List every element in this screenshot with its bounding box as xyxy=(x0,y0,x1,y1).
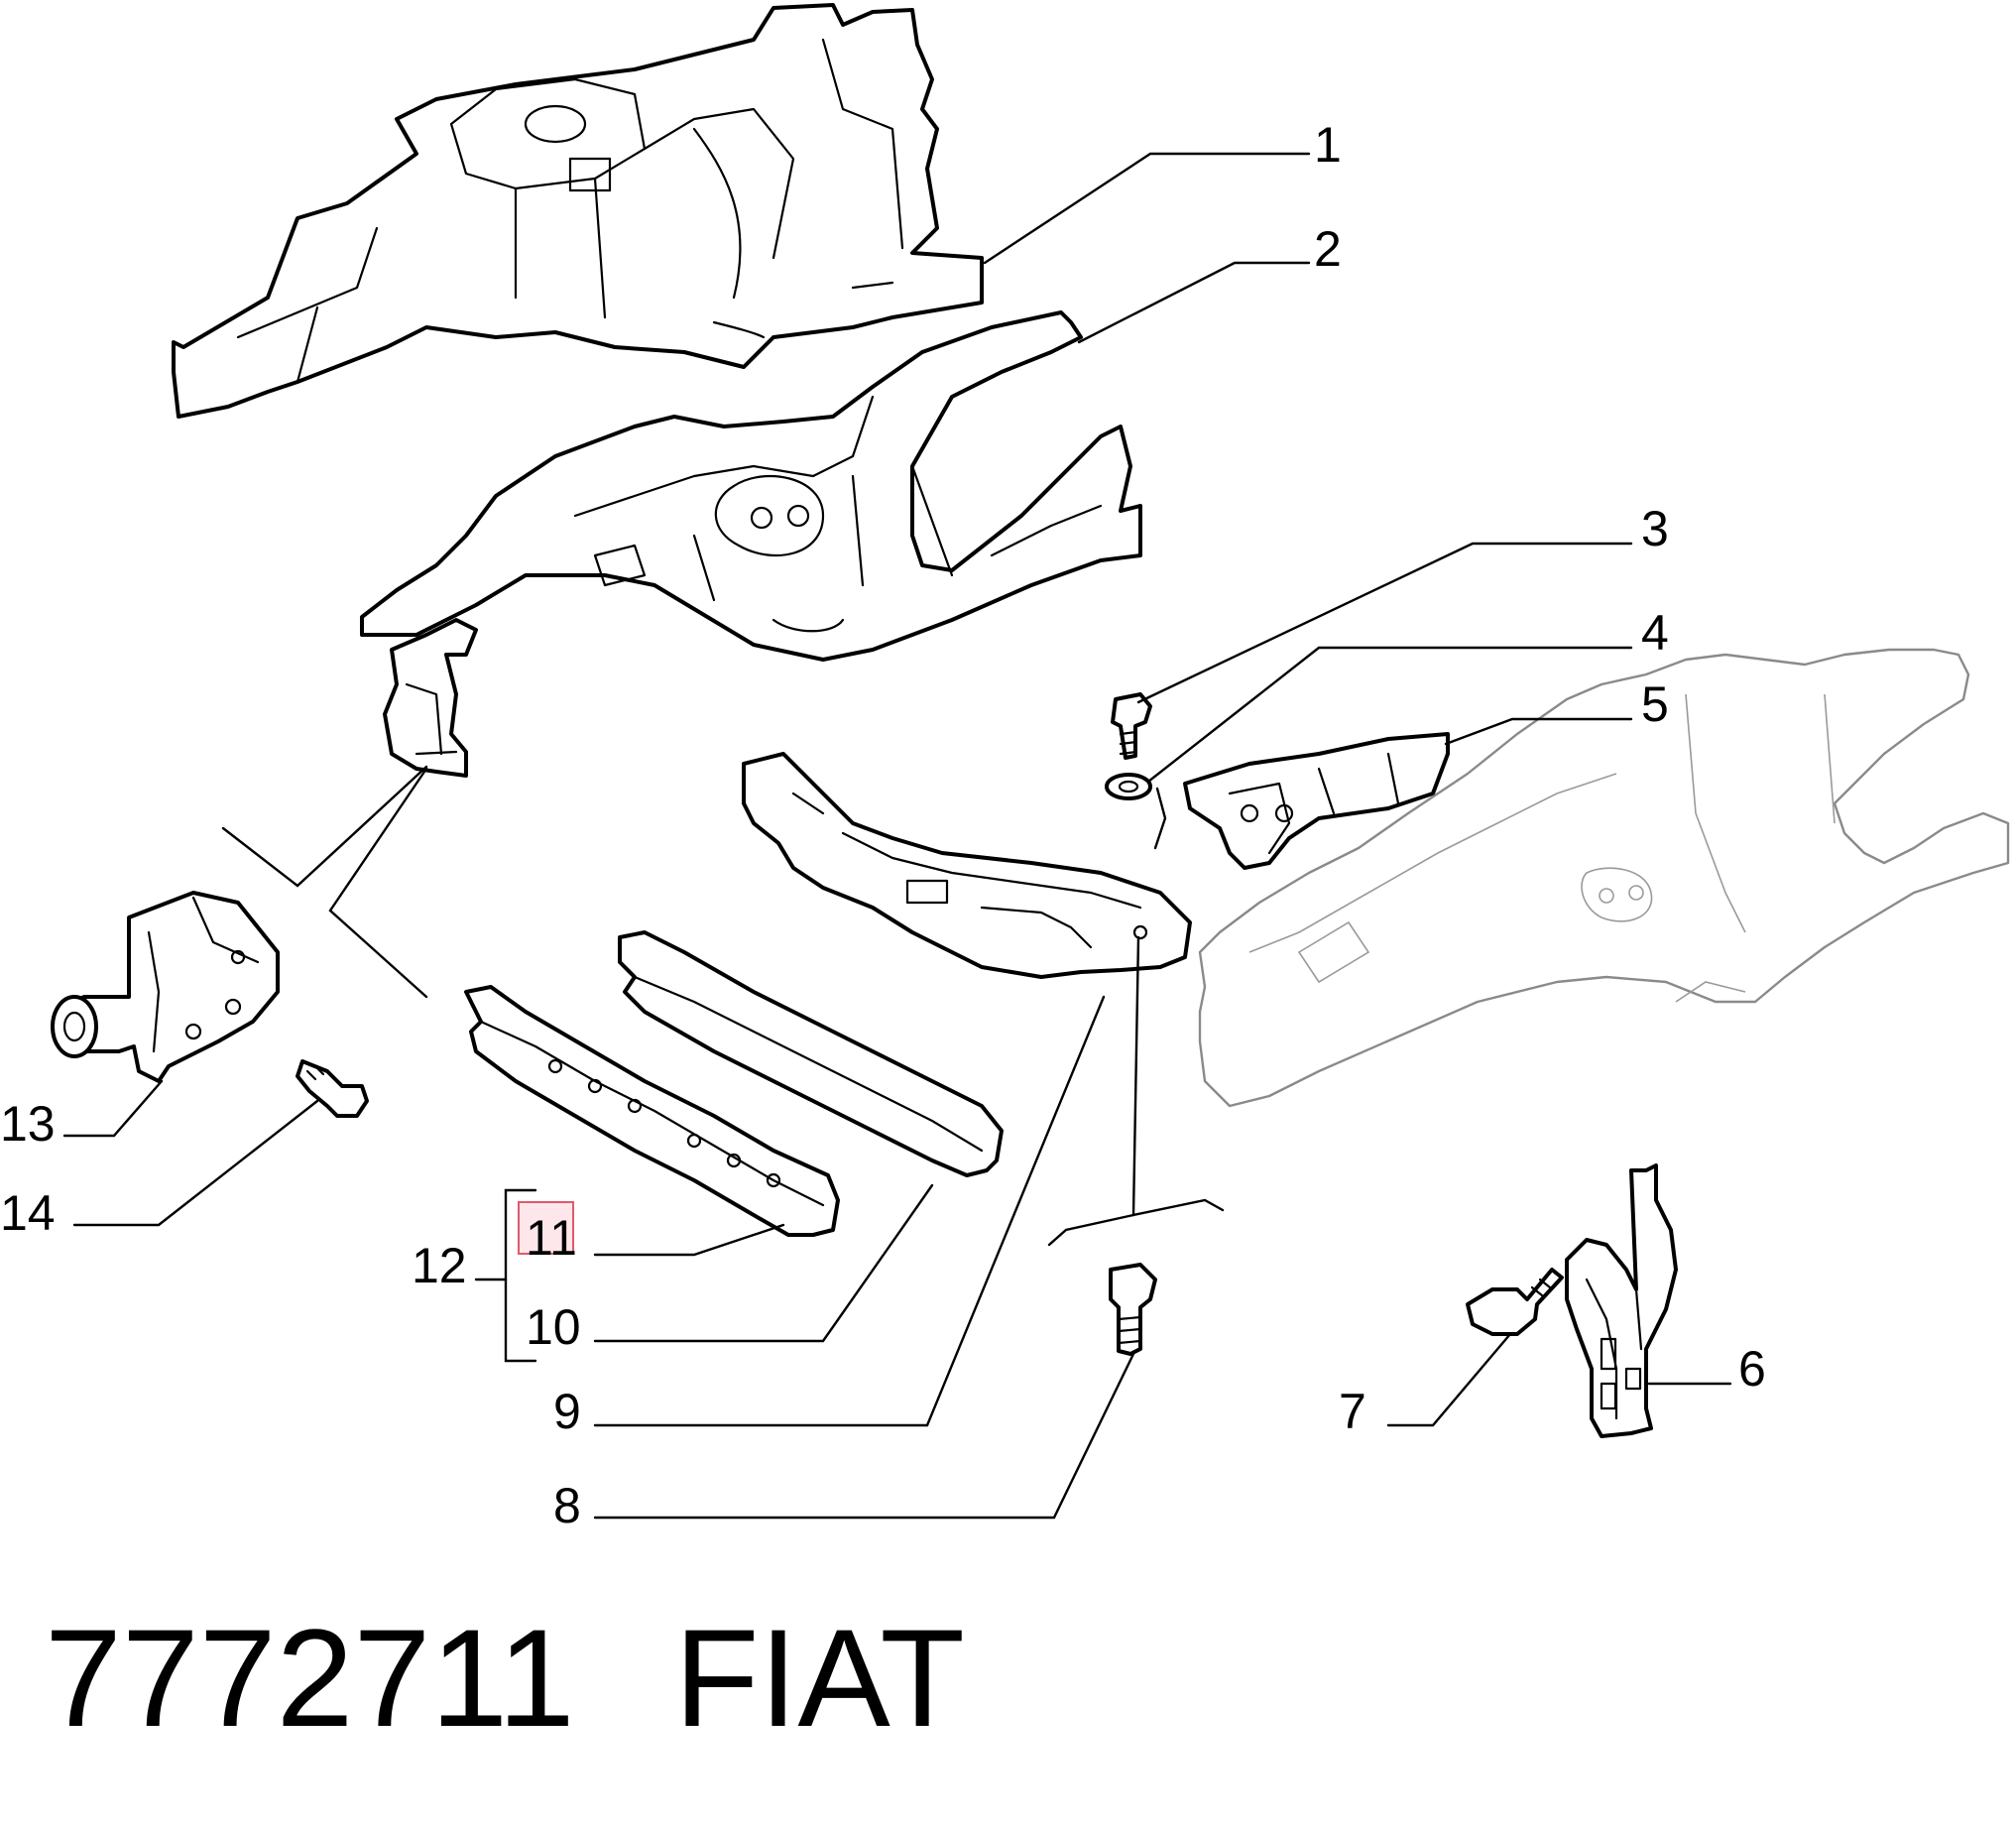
callout-labels: 1 2 3 4 5 6 7 8 9 10 11 12 13 14 xyxy=(0,117,1766,1533)
leader-bracket-joint-c xyxy=(1131,935,1140,1217)
callout-11-highlight xyxy=(518,1201,574,1255)
callout-12: 12 xyxy=(412,1238,467,1293)
part-13-mount xyxy=(51,891,280,1083)
part-3-bolt xyxy=(1111,692,1152,760)
callout-8: 8 xyxy=(553,1478,581,1533)
leader-11 xyxy=(593,1223,785,1257)
part-number: 7772711 xyxy=(45,1600,575,1756)
leader-3 xyxy=(1136,542,1633,704)
leader-7 xyxy=(1386,1332,1512,1427)
ghost-chassis-rail xyxy=(1198,648,2010,1108)
callout-10: 10 xyxy=(526,1299,581,1355)
leader-2 xyxy=(1077,261,1311,344)
leader-10 xyxy=(593,1183,934,1343)
part-1-wheel-arch-panel xyxy=(172,3,984,419)
leader-bracket-joint-a xyxy=(221,765,428,888)
leader-bracket-joint-b xyxy=(328,767,428,999)
part-6-bracket xyxy=(1565,1163,1678,1438)
callout-13: 13 xyxy=(0,1096,56,1152)
part-4-washer xyxy=(1105,773,1152,800)
rail-holes xyxy=(547,1058,781,1188)
part-2-side-member xyxy=(360,310,1142,778)
part-14-bolt xyxy=(296,1059,369,1118)
part-8-bolt xyxy=(1109,1263,1157,1356)
callout-6: 6 xyxy=(1738,1341,1766,1397)
leader-4-bracket xyxy=(1153,787,1167,850)
callout-1: 1 xyxy=(1314,117,1342,173)
callout-14: 14 xyxy=(0,1185,56,1241)
callout-4: 4 xyxy=(1641,605,1669,661)
callout-9: 9 xyxy=(553,1384,581,1439)
leader-floor-mark xyxy=(1047,1198,1225,1247)
part-10-beam xyxy=(618,930,1004,1177)
leader-12-bracket xyxy=(504,1188,537,1363)
brand-name: FIAT xyxy=(674,1600,965,1756)
part-9-cross-member xyxy=(742,752,1192,979)
leader-13 xyxy=(62,1079,164,1138)
leader-5 xyxy=(1444,717,1633,746)
leader-9 xyxy=(593,995,1106,1427)
callout-5: 5 xyxy=(1641,676,1669,732)
callout-7: 7 xyxy=(1339,1384,1366,1439)
part-11-rail xyxy=(464,985,840,1237)
footer: 7772711 FIAT xyxy=(45,1600,965,1756)
leader-1 xyxy=(983,152,1311,265)
callout-11: 11 xyxy=(526,1210,577,1266)
callout-2: 2 xyxy=(1314,221,1342,277)
part-7-bolt xyxy=(1466,1268,1564,1336)
leader-4 xyxy=(1146,646,1633,784)
part-5-bracket xyxy=(1183,732,1450,870)
leader-lines xyxy=(62,152,1732,1520)
callout-3: 3 xyxy=(1641,501,1669,556)
leader-14 xyxy=(72,1099,319,1227)
leader-8 xyxy=(593,1352,1135,1520)
